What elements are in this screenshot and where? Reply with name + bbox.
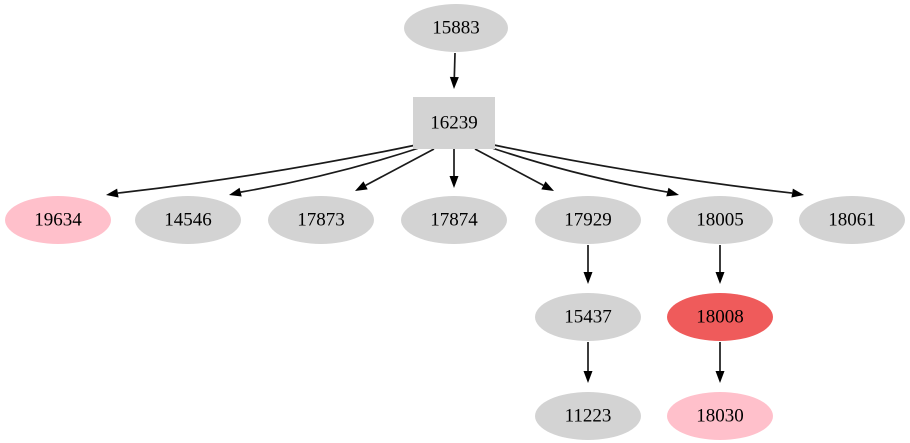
edge-line [488,146,668,193]
graph-node-17874[interactable]: 17874 [401,196,507,244]
nodes-layer: 15883 16239 19634 14546 17873 17874 17929 18005… [5,4,905,440]
graph-node-17929[interactable]: 17929 [535,196,641,244]
node-label: 19634 [34,209,82,230]
edge-line [240,146,423,193]
node-ellipse-shape[interactable] [799,196,905,244]
graph-edge-17929-15437 [583,245,593,284]
node-ellipse-shape[interactable] [667,196,773,244]
node-ellipse-shape[interactable] [268,196,374,244]
node-label: 16239 [430,112,478,133]
edge-arrowhead [229,187,242,197]
graph-edge-16239-17874 [449,149,459,188]
node-label: 11223 [565,405,612,426]
edge-arrowhead [106,188,119,198]
node-label: 15883 [432,17,480,38]
graph-node-14546[interactable]: 14546 [135,196,241,244]
graph-edge-16239-17873 [355,148,435,191]
edge-arrowhead [715,272,725,284]
node-ellipse-shape[interactable] [667,392,773,440]
graph-edge-16239-18061 [493,144,804,198]
edge-arrowhead [666,187,679,197]
edge-line [365,148,435,187]
graph-node-15883[interactable]: 15883 [404,4,508,52]
graph-node-19634[interactable]: 19634 [5,196,111,244]
graph-edge-18005-18008 [715,245,725,284]
edges-layer [106,52,804,383]
edge-arrowhead [715,371,725,383]
edge-arrowhead [583,371,593,383]
node-label: 18061 [828,209,876,230]
graph-edge-16239-19634 [106,144,417,198]
node-label: 17874 [430,209,478,230]
edge-line [117,144,417,194]
node-box-shape[interactable] [413,97,495,149]
node-ellipse-shape[interactable] [401,196,507,244]
edge-arrowhead [791,188,804,198]
graph-node-11223[interactable]: 11223 [535,392,641,440]
node-ellipse-shape[interactable] [135,196,241,244]
graph-edge-16239-14546 [229,146,423,197]
node-label: 18008 [696,306,744,327]
node-label: 18030 [696,405,744,426]
node-label: 15437 [564,306,612,327]
edge-line [493,144,793,194]
edge-line [474,148,544,187]
graph-edge-15437-11223 [583,342,593,383]
node-label: 18005 [696,209,744,230]
node-ellipse-shape[interactable] [404,4,508,52]
edge-line [453,52,456,78]
node-ellipse-shape[interactable] [535,196,641,244]
node-ellipse-shape[interactable] [535,392,641,440]
node-label: 17929 [564,209,612,230]
edge-arrowhead [541,181,554,191]
graph-edge-18008-18030 [715,342,725,383]
node-label: 17873 [297,209,345,230]
graph-node-16239[interactable]: 16239 [413,97,495,149]
edge-arrowhead [449,176,459,188]
node-ellipse-shape[interactable] [5,196,111,244]
graph-node-18005[interactable]: 18005 [667,196,773,244]
graph-node-15437[interactable]: 15437 [535,293,641,341]
graph-node-18008[interactable]: 18008 [667,293,773,341]
graph-node-18030[interactable]: 18030 [667,392,773,440]
node-ellipse-shape[interactable] [535,293,641,341]
graph-edge-15883-16239 [449,52,459,89]
node-ellipse-shape[interactable] [667,293,773,341]
edge-arrowhead [449,76,459,89]
graph-edge-16239-18005 [488,146,679,197]
graph-node-18061[interactable]: 18061 [799,196,905,244]
edge-arrowhead [583,272,593,284]
edge-arrowhead [355,181,368,191]
node-label: 14546 [164,209,212,230]
graph-node-17873[interactable]: 17873 [268,196,374,244]
graph-edge-16239-17929 [474,148,554,191]
